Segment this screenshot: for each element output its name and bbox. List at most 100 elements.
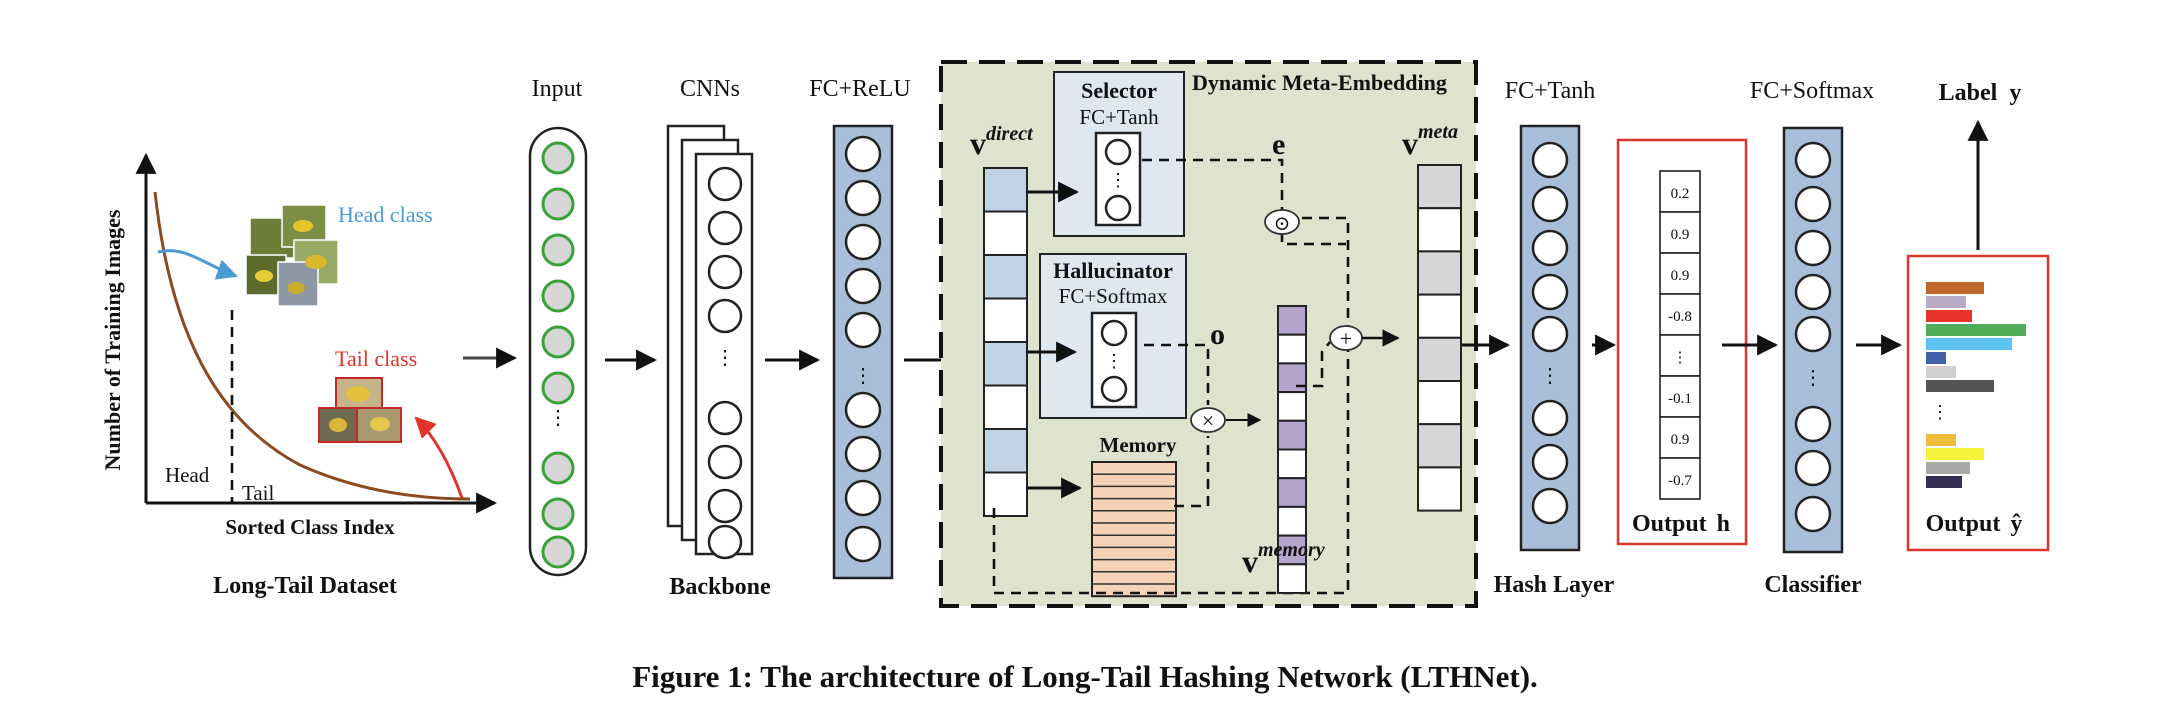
v-meta-cell [1417, 250, 1462, 296]
cnn-neuron [707, 254, 743, 290]
head-class-images [245, 204, 339, 307]
cnn-neuron [707, 524, 743, 560]
input-neuron [541, 141, 575, 175]
hash-neuron [1531, 273, 1569, 311]
v-meta-cell [1417, 293, 1462, 339]
v-direct-cell [983, 210, 1028, 256]
hallucinator-sub: FC+Softmax [1059, 284, 1168, 308]
class-probability-bar [1926, 448, 1984, 460]
v-memory-cell [1277, 391, 1307, 422]
long-tail-dataset: Number of Training Images Sorted Class I… [100, 152, 498, 599]
input-neuron [541, 187, 575, 221]
v-memory-cell [1277, 362, 1307, 394]
hash-code-value: 0.9 [1671, 227, 1690, 243]
hash-neuron [1531, 487, 1569, 525]
v-direct-cell [983, 384, 1028, 430]
hash-code-cell [1659, 252, 1701, 295]
classifier-neuron [1794, 141, 1832, 179]
v-memory-cell [1277, 477, 1307, 508]
class-probability-bar [1926, 380, 1994, 392]
classifier-neurons: ⋮ [1794, 141, 1832, 533]
fc-relu-neurons: ⋮ [844, 135, 882, 563]
head-class-label: Head class [338, 202, 433, 227]
tail-class-arrow [414, 416, 464, 499]
class-probability-bar [1926, 352, 1946, 364]
fc-relu-neuron [844, 391, 882, 429]
hash-neuron [1531, 141, 1569, 179]
classifier-ellipsis: ⋮ [1803, 367, 1823, 389]
v-direct-vector [983, 167, 1028, 517]
hallucinator-ellipsis: ⋮ [1105, 351, 1123, 371]
v-direct-cell [983, 341, 1028, 387]
input-neuron [541, 279, 575, 313]
input-neuron [541, 535, 575, 569]
input-neuron [541, 497, 575, 531]
hash-title: FC+Tanh [1505, 78, 1596, 104]
hash-neuron [1531, 185, 1569, 223]
cnn-neuron [707, 166, 743, 202]
selector-neuron [1104, 194, 1132, 222]
v-memory-cell [1277, 419, 1307, 451]
class-probability-bar [1926, 338, 2012, 350]
input-neurons: ⋮ [541, 141, 575, 569]
cnn-neurons: ⋮ [707, 166, 743, 560]
selector-neuron [1104, 138, 1132, 166]
class-probability-bar [1926, 434, 1956, 446]
o-label: o [1210, 318, 1225, 351]
head-label: Head [165, 463, 210, 487]
v-memory-label: vmemory [1242, 539, 1325, 579]
dataset-caption: Long-Tail Dataset [213, 573, 397, 599]
classifier-neuron [1794, 273, 1832, 311]
v-direct-cell [983, 428, 1028, 474]
fc-relu-neuron [844, 135, 882, 173]
classifier-title: FC+Softmax [1750, 78, 1874, 104]
flow-dot-to-plus [1280, 232, 1346, 246]
backbone-caption: Backbone [669, 574, 771, 600]
class-probability-bar [1926, 366, 1956, 378]
fc-relu-neuron [844, 311, 882, 349]
input-neuron [541, 325, 575, 359]
v-meta-cell [1417, 164, 1462, 210]
v-direct-cell [983, 254, 1028, 300]
class-probability-bars [1926, 282, 2026, 488]
class-probability-bar [1926, 296, 1966, 308]
classifier-neuron [1794, 405, 1832, 443]
flow-vmemory-to-plus [1296, 341, 1332, 388]
cnn-neuron [707, 488, 743, 524]
hash-code-value: -0.7 [1668, 473, 1692, 489]
flow-direct-to-dot [992, 216, 1350, 595]
flow-memory-to-times [1174, 436, 1210, 508]
dynamic-meta-embedding: Dynamic Meta-Embedding vdirect Selector … [939, 60, 1478, 608]
v-memory-vector [1277, 305, 1307, 594]
classifier-neuron [1794, 449, 1832, 487]
fc-relu-ellipsis: ⋮ [853, 365, 873, 387]
hash-layer: FC+Tanh ⋮ Hash Layer [1494, 78, 1615, 598]
fc-relu-neuron [844, 479, 882, 517]
v-meta-cell [1417, 207, 1462, 253]
hash-ellipsis: ⋮ [1540, 365, 1560, 387]
hash-neuron [1531, 315, 1569, 353]
v-meta-vector [1417, 164, 1462, 512]
v-memory-cell [1277, 305, 1307, 336]
e-label: e [1272, 128, 1285, 161]
backbone: CNNs ⋮ Backbone [666, 76, 771, 600]
class-probability-bar [1926, 282, 1984, 294]
class-probability-bar [1926, 476, 1962, 488]
v-meta-cell [1417, 336, 1462, 382]
cnn-title: CNNs [680, 76, 740, 102]
hash-code-value: 0.9 [1671, 432, 1690, 448]
hash-code-cell [1659, 416, 1701, 459]
fc-relu-neuron [844, 179, 882, 217]
v-direct-label: vdirect [970, 123, 1034, 161]
hash-code-value: 0.2 [1671, 186, 1690, 202]
hash-code-values: 0.20.90.9-0.8⋮-0.10.9-0.7 [1659, 170, 1701, 500]
fc-relu-neuron [844, 267, 882, 305]
dme-title: Dynamic Meta-Embedding [1192, 70, 1447, 95]
tail-class-images [318, 377, 402, 443]
tail-class-label: Tail class [335, 346, 417, 371]
